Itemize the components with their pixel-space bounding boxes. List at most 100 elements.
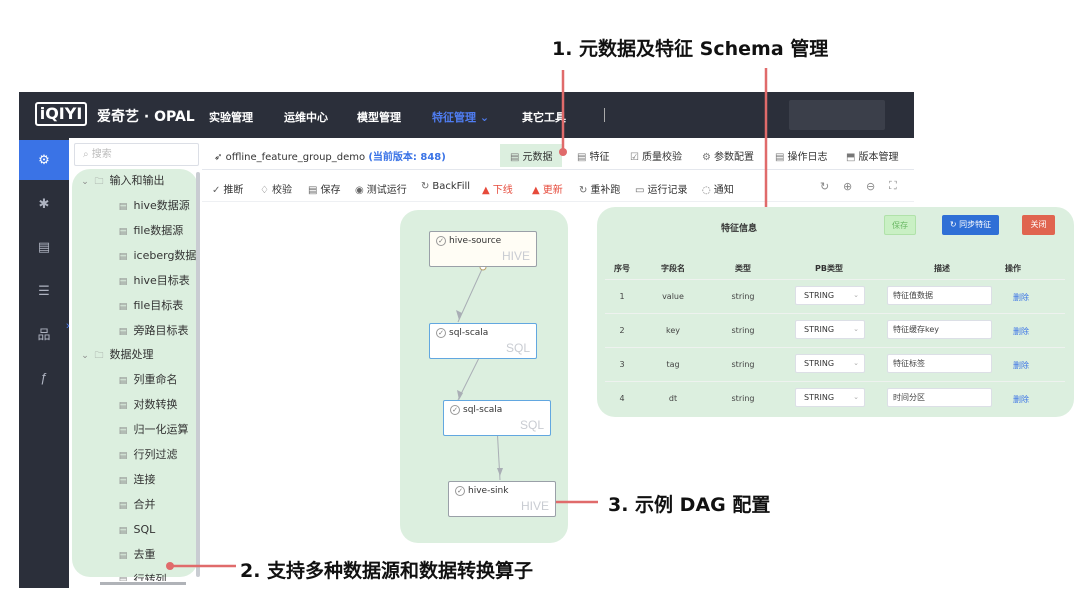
delete-link[interactable]: 删除 [1013, 395, 1029, 404]
document-icon: ▤ [775, 152, 785, 163]
app-topbar: iQIYI 爱奇艺 · OPAL 实验管理 运维中心 模型管理 特征管理 ⌄ 其… [19, 92, 914, 138]
dag-node-hive-sink[interactable]: ✓hive-sink HIVE [448, 481, 556, 517]
list-item[interactable]: ▤ file目标表 [116, 296, 198, 316]
pb-type-select[interactable]: STRING⌄ [795, 388, 865, 407]
pb-type-select[interactable]: STRING⌄ [795, 354, 865, 373]
nav-model[interactable]: 模型管理 [357, 111, 401, 124]
row-index: 1 [619, 292, 625, 301]
offline-button[interactable]: ▲下线 [482, 185, 513, 196]
list-item[interactable]: ▤ hive数据源 [116, 196, 198, 216]
delete-link[interactable]: 删除 [1013, 293, 1029, 302]
document-icon[interactable]: ▤ [37, 239, 51, 254]
tab-quality[interactable]: ☑质量校验 [630, 152, 682, 163]
schema-save-button[interactable]: 保存 [884, 215, 916, 235]
operator-list: ⌄🗀 输入和输出 ▤ hive数据源 ▤ file数据源 ▤ iceberg数据… [72, 171, 198, 581]
chevron-right-icon[interactable]: › [66, 320, 70, 332]
tab-oplog[interactable]: ▤操作日志 [775, 152, 828, 163]
description-input[interactable]: 特征缓存key [887, 320, 992, 339]
update-button[interactable]: ▲更新 [532, 185, 563, 196]
nav-experiment[interactable]: 实验管理 [209, 111, 253, 124]
list-item[interactable]: ▤ 连接 [116, 470, 198, 490]
schema-title: 特征信息 [721, 224, 758, 234]
list-item[interactable]: ▤ 对数转换 [116, 395, 198, 415]
run-history-button[interactable]: ▭运行记录 [635, 185, 688, 196]
sync-features-button[interactable]: ↻ 同步特征 [942, 215, 999, 235]
hierarchy-icon[interactable]: 品 [37, 327, 51, 342]
pin-icon: ➶ [214, 152, 223, 163]
list-item[interactable]: ▤ 行转列 [116, 570, 198, 581]
gear-icon[interactable]: ⚙ [19, 140, 69, 180]
play-icon: ◉ [355, 185, 364, 196]
description-input[interactable]: 时间分区 [887, 388, 992, 407]
chat-icon: ◌ [702, 185, 711, 196]
list-item[interactable]: ▤ 去重 [116, 545, 198, 565]
icon-rail: ⚙ ✱ ▤ ☰ 品 ƒ [19, 138, 69, 588]
nav-ops-center[interactable]: 运维中心 [284, 111, 328, 124]
brand-title: 爱奇艺 · OPAL [97, 109, 195, 125]
dag-node-sql-scala-2[interactable]: ✓sql-scala SQL [443, 400, 551, 436]
list-item[interactable]: ▤ iceberg数据源 [116, 246, 198, 266]
refresh-icon: ↻ [421, 181, 430, 192]
chevron-down-icon: ⌄ [853, 359, 859, 367]
validate-button[interactable]: ♢校验 [260, 185, 292, 196]
table-icon: ▤ [118, 327, 128, 337]
pb-type-select[interactable]: STRING⌄ [795, 320, 865, 339]
group-processing[interactable]: ⌄🗀 数据处理 [78, 345, 198, 365]
delete-link[interactable]: 删除 [1013, 361, 1029, 370]
dag-node-hive-source[interactable]: ✓hive-source HIVE [429, 231, 537, 267]
list-item[interactable]: ▤ 合并 [116, 495, 198, 515]
tab-params[interactable]: ⚙参数配置 [702, 152, 754, 163]
save-button[interactable]: ▤保存 [308, 185, 341, 196]
table-icon: ▤ [118, 526, 128, 536]
chevron-down-icon: ⌄ [81, 177, 89, 187]
close-button[interactable]: 关闭 [1022, 215, 1055, 235]
topbar-user-area[interactable] [789, 100, 885, 130]
list-item[interactable]: ▤ 旁路目标表 [116, 321, 198, 341]
delete-link[interactable]: 删除 [1013, 327, 1029, 336]
zoom-in-icon[interactable]: ⊕ [843, 181, 853, 193]
sidebar-hscrollbar[interactable] [100, 582, 186, 585]
warning-icon: ▲ [532, 185, 540, 196]
sidebar-scrollbar[interactable] [196, 172, 200, 577]
table-icon: ▤ [118, 227, 128, 237]
refresh-icon[interactable]: ↻ [820, 181, 830, 193]
test-run-button[interactable]: ◉测试运行 [355, 185, 407, 196]
infer-button[interactable]: ✓推断 [212, 185, 244, 196]
description-input[interactable]: 特征值数据 [887, 286, 992, 305]
table-icon: ▤ [118, 277, 128, 287]
version-label: (当前版本: 848) [368, 152, 446, 163]
notify-button[interactable]: ◌通知 [702, 185, 734, 196]
rerun-button[interactable]: ↻重补跑 [579, 185, 621, 196]
table-icon: ▤ [118, 202, 128, 212]
tab-metadata[interactable]: ▤元数据 [500, 144, 563, 167]
sidebar-search-input[interactable]: ⌕ 搜索 [74, 143, 199, 166]
field-type: string [731, 360, 755, 369]
dag-node-sql-scala-1[interactable]: ✓sql-scala SQL [429, 323, 537, 359]
fullscreen-icon[interactable]: ⛶ [889, 180, 897, 192]
list-item[interactable]: ▤ file数据源 [116, 221, 198, 241]
field-name: key [665, 326, 680, 335]
settings-icon[interactable]: ✱ [38, 196, 50, 211]
row-index: 4 [619, 394, 625, 403]
backfill-button[interactable]: ↻BackFill [421, 181, 471, 192]
zoom-out-icon[interactable]: ⊖ [866, 181, 876, 193]
list-item[interactable]: ▤ 行列过滤 [116, 445, 198, 465]
list-item[interactable]: ▤ SQL [116, 520, 198, 540]
save-icon: ▤ [308, 185, 318, 196]
annotation-dag: 3. 示例 DAG 配置 [608, 494, 771, 516]
feature-schema-panel: 特征信息 保存 ↻ 同步特征 关闭 序号 字段名 类型 PB类型 描述 操作 1… [597, 207, 1074, 417]
nav-other-tools[interactable]: 其它工具 [522, 111, 566, 124]
description-input[interactable]: 特征标签 [887, 354, 992, 373]
tab-feature-group[interactable]: ➶ offline_feature_group_demo (当前版本: 848) [214, 148, 446, 163]
function-icon[interactable]: ƒ [40, 370, 48, 385]
group-io[interactable]: ⌄🗀 输入和输出 [78, 171, 198, 191]
list-item[interactable]: ▤ 归一化运算 [116, 420, 198, 440]
pb-type-select[interactable]: STRING⌄ [795, 286, 865, 305]
tab-versions[interactable]: ⬒版本管理 [846, 152, 899, 163]
list-item[interactable]: ▤ hive目标表 [116, 271, 198, 291]
tab-features[interactable]: ▤特征 [577, 152, 610, 163]
list-item[interactable]: ▤ 列重命名 [116, 370, 198, 390]
list-icon[interactable]: ☰ [38, 283, 50, 298]
nav-feature[interactable]: 特征管理 ⌄ [432, 111, 490, 124]
